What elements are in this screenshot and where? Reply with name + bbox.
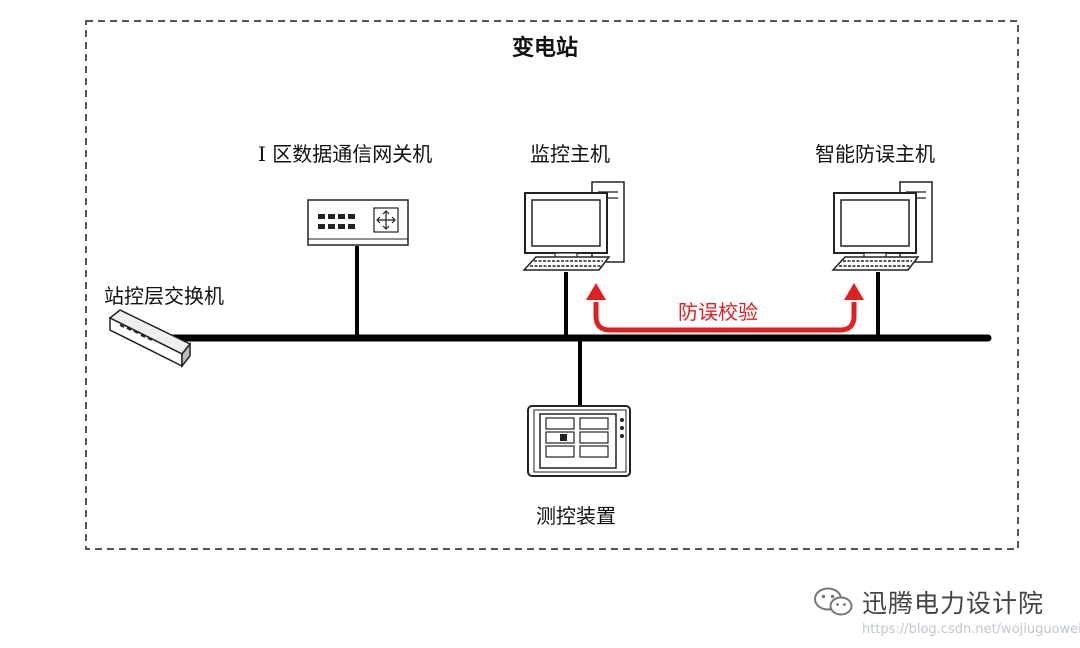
substation-title: 变电站	[512, 35, 579, 61]
verification-arrow	[586, 283, 864, 333]
watermark: 迅腾电力设计院	[812, 584, 1044, 620]
monitor-host-label: 监控主机	[530, 142, 610, 166]
monitor-host-icon	[522, 181, 625, 271]
watermark-url: https://blog.csdn.net/wojiuguowei	[862, 622, 1080, 637]
switch-icon	[108, 309, 192, 369]
verification-label: 防误校验	[678, 300, 758, 324]
gateway-icon	[307, 199, 409, 246]
switch-label: 站控层交换机	[104, 284, 224, 308]
measure-device-icon	[527, 405, 631, 477]
wechat-icon	[814, 587, 853, 616]
measure-device-label: 测控装置	[536, 504, 616, 528]
gateway-label: I 区数据通信网关机	[258, 142, 433, 166]
watermark-brand: 迅腾电力设计院	[862, 589, 1045, 618]
antierror-host-label: 智能防误主机	[815, 142, 935, 166]
antierror-host-icon	[831, 181, 933, 271]
substation-boundary	[85, 20, 1019, 550]
